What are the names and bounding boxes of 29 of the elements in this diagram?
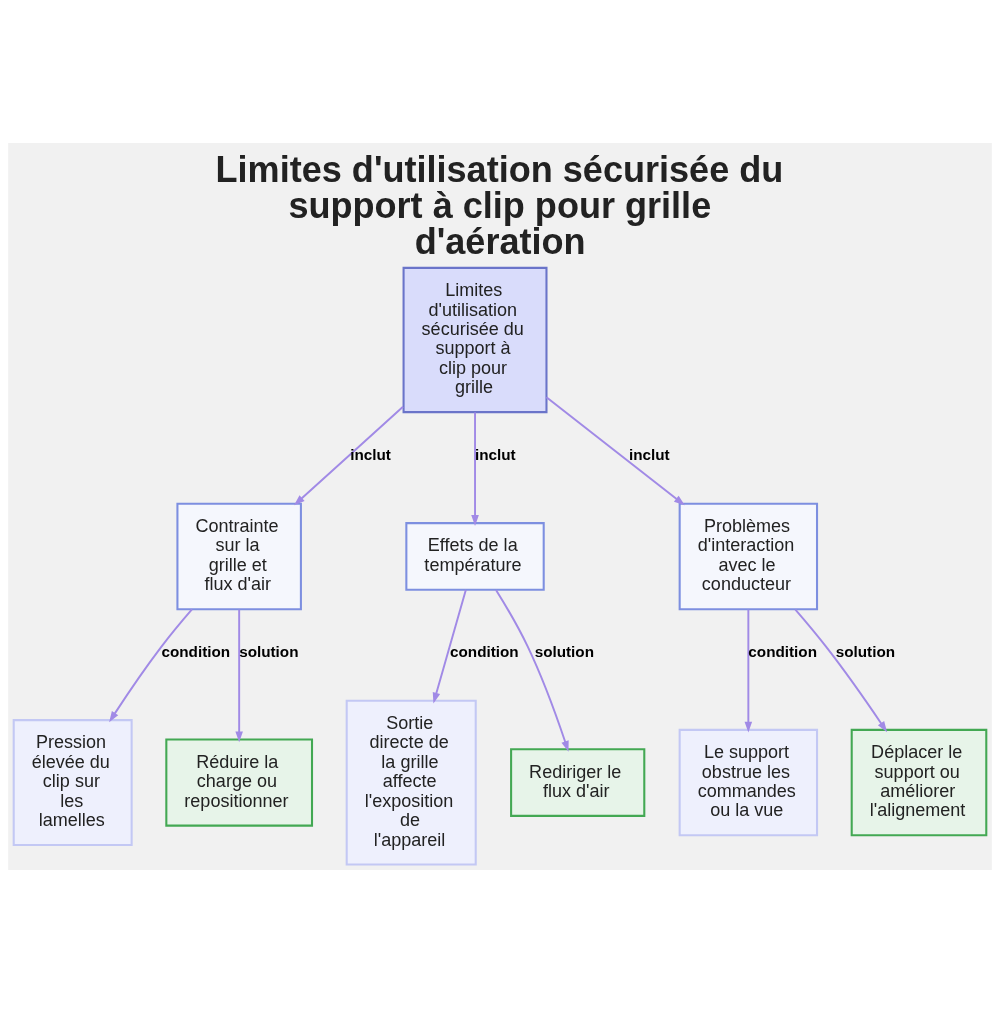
node-box: Limites d'utilisation sécurisée du support à clip pour grille (402, 266, 548, 413)
arrow (294, 405, 404, 505)
arrow (495, 588, 569, 752)
arrow (744, 608, 753, 733)
node-box: Rediriger le flux d'air (510, 747, 646, 817)
edge-label: condition (161, 642, 231, 660)
edge-label: inclut (475, 445, 516, 463)
edge-label: solution (835, 642, 896, 660)
arrow (794, 608, 888, 732)
edge-label: inclut (350, 445, 391, 463)
arrow (471, 411, 479, 526)
edge-label: inclut (629, 445, 670, 463)
edge-label: solution (534, 642, 594, 660)
node-box: Pression élevée du clip sur les lamelles (12, 718, 133, 846)
diagram-title: Limites d'utilisation sécurisée du support à clip pour grille d'aération (215, 148, 784, 262)
arrow (109, 607, 193, 722)
edge-label: condition (450, 642, 519, 660)
arrow (545, 395, 685, 505)
arrow (235, 608, 243, 742)
node-box: Effets de la température (405, 521, 545, 591)
node-box: Déplacer le support ou améliorer l'alignement (850, 728, 988, 836)
node-box: Le support obstrue les commandes ou la vue (678, 728, 819, 836)
node-box: Sortie directe de la grille affecte l'exposition de l'appareil (345, 699, 477, 865)
node-box: Problèmes d'interaction avec le conducteur (678, 502, 819, 610)
arrow (432, 588, 467, 703)
node-box: Contrainte sur la grille et flux d'air (176, 502, 302, 610)
node-box: Réduire la charge ou repositionner (165, 738, 314, 827)
edge-label: solution (239, 642, 299, 660)
edge-label: condition (748, 642, 817, 660)
